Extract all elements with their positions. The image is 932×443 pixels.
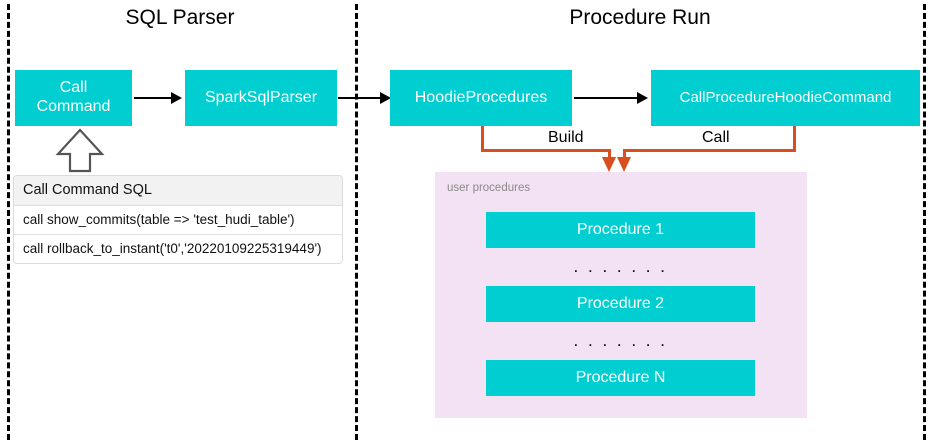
procedure-box-n[interactable]: Procedure N: [486, 360, 755, 396]
connector-call-riser: [793, 126, 796, 150]
sql-table-header: Call Command SQL: [14, 176, 342, 206]
divider-right: [923, 4, 926, 440]
user-procedures-label: user procedures: [447, 182, 531, 194]
arrowhead-call-command-to-parser-icon: [171, 92, 182, 104]
node-call-procedure-hoodie-command-label: CallProcedureHoodieCommand: [679, 89, 892, 107]
arrowhead-hoodie-procedures-to-command-icon: [637, 92, 648, 104]
node-spark-sql-parser[interactable]: SparkSqlParser: [185, 70, 337, 126]
procedure-box-1[interactable]: Procedure 1: [486, 212, 755, 248]
connector-build-drop: [608, 149, 611, 159]
arrow-call-command-to-parser: [134, 97, 172, 99]
section-title-sql-parser: SQL Parser: [125, 6, 235, 29]
node-hoodie-procedures-label: HoodieProcedures: [414, 88, 548, 106]
call-command-sql-table: Call Command SQL call show_commits(table…: [13, 175, 343, 264]
node-call-command[interactable]: Call Command: [15, 70, 132, 126]
arrow-parser-to-hoodie-procedures: [338, 97, 383, 99]
arrowhead-call-down-icon: [617, 157, 631, 172]
procedure-box-2-label: Procedure 2: [576, 295, 665, 312]
procedure-box-n-label: Procedure N: [575, 369, 666, 386]
node-call-procedure-hoodie-command[interactable]: CallProcedureHoodieCommand: [651, 70, 920, 126]
edge-label-call: Call: [697, 129, 735, 147]
node-hoodie-procedures[interactable]: HoodieProcedures: [390, 70, 572, 126]
node-spark-sql-parser-label: SparkSqlParser: [204, 88, 318, 106]
procedure-box-1-label: Procedure 1: [576, 221, 665, 238]
arrowhead-build-down-icon: [602, 157, 616, 172]
procedure-separator-2: . . . . . . .: [573, 331, 668, 350]
divider-left: [7, 4, 10, 440]
divider-middle: [355, 4, 358, 440]
node-call-command-line1: Call: [59, 79, 88, 97]
sql-table-row-1: call show_commits(table => 'test_hudi_ta…: [14, 206, 342, 235]
procedure-separator-1: . . . . . . .: [573, 257, 668, 276]
arrowhead-parser-to-hoodie-procedures-icon: [380, 92, 391, 104]
connector-build-horizontal: [481, 149, 611, 152]
procedure-box-2[interactable]: Procedure 2: [486, 286, 755, 322]
sql-table-row-2: call rollback_to_instant('t0','202201092…: [14, 235, 342, 263]
hollow-up-arrow-icon: [54, 128, 106, 178]
connector-call-drop: [623, 149, 626, 159]
connector-call-horizontal: [623, 149, 796, 152]
edge-label-build: Build: [543, 129, 589, 147]
node-call-command-line2: Command: [36, 98, 111, 115]
arrow-hoodie-procedures-to-command: [574, 97, 638, 99]
connector-build-riser: [481, 126, 484, 150]
section-title-procedure-run: Procedure Run: [569, 6, 711, 29]
